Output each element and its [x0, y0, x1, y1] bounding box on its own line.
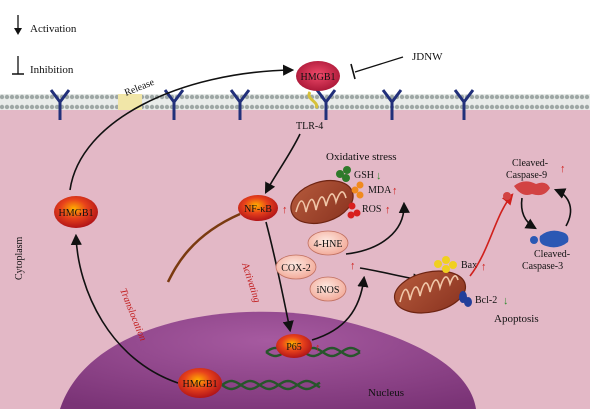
casp9-to-casp3-arrow — [520, 197, 537, 230]
ros-label: ROS — [362, 204, 381, 215]
nfkb-node — [238, 195, 278, 221]
receptor-icon — [381, 89, 403, 120]
ros-up: ↑ — [385, 204, 391, 216]
cox2-node — [275, 254, 317, 280]
apoptosis-mitochondrion-icon — [393, 270, 467, 314]
mediators-up: ↑ — [350, 260, 356, 272]
mda-molecule-icon — [351, 181, 364, 199]
activating-arrow — [265, 221, 294, 333]
hmgb1-nucleus-label: HMGB1 — [182, 379, 217, 390]
casp9-label-1: Cleaved- — [512, 158, 548, 169]
jdnw-label: JDNW — [412, 51, 443, 63]
hne-node — [307, 230, 349, 256]
gsh-label: GSH — [354, 170, 374, 181]
casp3-label-2: Caspase-3 — [522, 261, 563, 272]
tlr4-to-nfkb-arrow — [264, 133, 301, 194]
inos-label: iNOS — [317, 285, 340, 296]
mediators-to-oxidative-arrow — [345, 201, 410, 255]
mda-up: ↑ — [392, 185, 398, 197]
nucleus-label: Nucleus — [368, 387, 404, 399]
casp3-label-1: Cleaved- — [534, 249, 570, 260]
inos-node — [309, 276, 347, 302]
translocation-arrow — [70, 233, 179, 384]
cytoplasm-label: Cytoplasm — [14, 236, 25, 280]
hmgb1-extracellular — [296, 61, 340, 91]
oxidative-stress-label: Oxidative stress — [326, 151, 397, 163]
p65-up: ↑ — [315, 342, 321, 354]
receptor-icon — [315, 89, 337, 120]
legend-inhibition: Inhibition — [30, 64, 74, 76]
tlr4-receptors — [49, 89, 475, 120]
gsh-molecule-icon — [336, 166, 351, 182]
casp9-up: ↑ — [560, 163, 566, 175]
receptor-icon — [163, 89, 185, 120]
hmgb1-left-label: HMGB1 — [58, 208, 93, 219]
casp3-feedback-arrow — [553, 188, 572, 227]
bax-up: ↑ — [481, 261, 487, 273]
jdnw-inhibition-bar — [350, 63, 356, 80]
receptor-icon — [229, 89, 251, 120]
bcl2-down: ↓ — [503, 295, 509, 307]
nfkb-up: ↑ — [282, 204, 288, 216]
inhibition-bar-icon — [12, 56, 24, 75]
nfkb-label: NF-κB — [244, 204, 272, 215]
nucleus — [60, 311, 476, 409]
mda-label: MDA — [368, 185, 392, 196]
casp9-label-2: Caspase-9 — [506, 170, 547, 181]
jdnw-inhibition-line — [354, 56, 404, 73]
bcl2-molecule-icon — [459, 291, 472, 307]
hmgb1-top-label: HMGB1 — [300, 72, 335, 83]
bax-molecule-icon — [434, 256, 457, 273]
legend: Activation Inhibition — [12, 15, 77, 76]
gsh-down: ↓ — [376, 170, 382, 182]
p65-node — [276, 334, 312, 358]
membrane-pore — [118, 94, 142, 110]
receptor-icon — [453, 89, 475, 120]
to-caspase9-arrow — [469, 193, 514, 277]
apoptosis-label: Apoptosis — [494, 313, 539, 325]
hne-label: 4-HNE — [314, 239, 343, 250]
tlr4-label: TLR-4 — [296, 121, 323, 132]
bax-label: Bax — [461, 260, 477, 271]
hmgb1-nuclear — [178, 368, 222, 398]
tlr4-binding — [307, 91, 319, 109]
nfkb-tail — [166, 212, 241, 283]
cox2-label: COX-2 — [281, 263, 310, 274]
p65-label: P65 — [286, 342, 302, 353]
bcl2-label: Bcl-2 — [475, 295, 497, 306]
legend-activation: Activation — [30, 23, 77, 35]
ros-molecule-icon — [347, 202, 361, 219]
release-arrow — [69, 64, 295, 191]
caspase9-icon — [503, 181, 550, 200]
cell-membrane — [0, 94, 590, 110]
receptor-icon — [49, 89, 71, 120]
activation-arrow-icon — [14, 15, 22, 35]
hmgb1-cytoplasm — [54, 196, 98, 228]
p65-to-mediators-arrow — [311, 275, 369, 341]
caspase3-icon — [530, 230, 569, 248]
